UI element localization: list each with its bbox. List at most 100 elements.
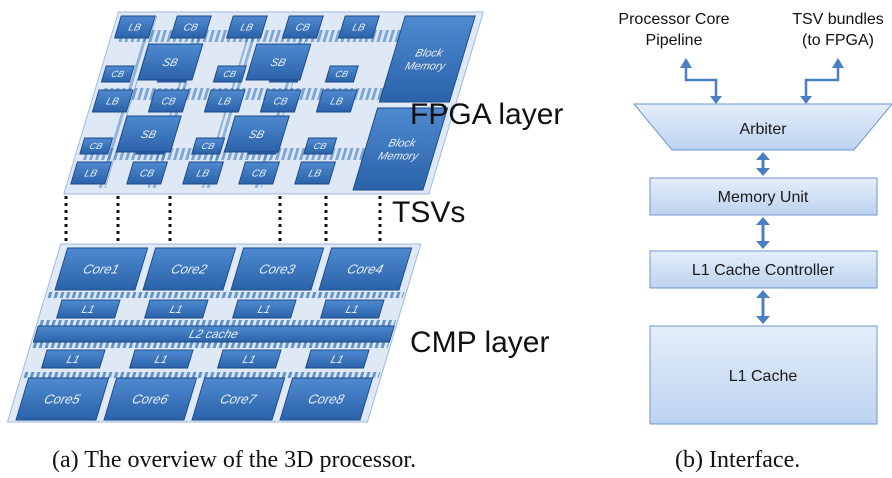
core-top-3-label: Core3 [257, 262, 297, 277]
caption-b: (b) Interface. [675, 447, 800, 473]
l1-cache-box [649, 325, 878, 425]
l1-top-2-label: L1 [256, 304, 272, 316]
fpga-cb-1-1-label: CB [160, 97, 177, 108]
arbiter-box [632, 103, 892, 151]
fpga-sb-2-label: SB [139, 129, 158, 141]
fpga-sb-0-label: SB [161, 57, 180, 69]
fpga-lb-2-0 [70, 161, 113, 185]
fpga-lb-2-2-label: LB [195, 169, 211, 180]
fpga-cb-mid-1-4 [303, 137, 338, 155]
fpga-cb-2-1 [126, 161, 169, 185]
l1-bottom-3-label: L1 [329, 354, 345, 366]
fpga-cb-mid-0-2 [212, 65, 247, 83]
fpga-cb-mid-0-2-label: CB [222, 69, 237, 79]
fpga-sb-0 [137, 43, 204, 81]
double-arrows [756, 152, 770, 324]
fpga-lb-0-4 [337, 15, 380, 39]
l1-bottom-2 [216, 349, 282, 369]
l1-bottom-1-label: L1 [153, 354, 169, 366]
fpga-cb-0-1 [169, 15, 212, 39]
arbiter-label: Arbiter [739, 121, 787, 138]
l1-bottom-3 [304, 349, 370, 369]
fpga-block-memory-bottom [352, 107, 449, 191]
core-bottom-2 [103, 377, 198, 421]
tsv-label: TSVs [392, 196, 465, 229]
l1-top-1-label: L1 [168, 304, 184, 316]
core-bottom-1-label: Core5 [42, 392, 82, 407]
core-top-1 [54, 247, 149, 291]
fpga-lb-2-4 [294, 161, 337, 185]
memory-unit-label: Memory Unit [718, 189, 809, 206]
fpga-cb-2-1-label: CB [138, 169, 155, 180]
core-bottom-4-label: Core8 [306, 392, 346, 407]
fpga-block-memory-top [378, 15, 476, 103]
fpga-block-memory-bottom-label: BlockMemory [376, 138, 424, 163]
fpga-lb-1-2 [203, 89, 246, 113]
fpga-cb-0-1-label: CB [182, 23, 199, 34]
fpga-lb-1-0-label: LB [105, 97, 121, 108]
fpga-lb-1-0 [91, 89, 134, 113]
l1-cache-controller-label: L1 Cache Controller [692, 262, 835, 279]
fpga-lb-1-2-label: LB [217, 97, 233, 108]
top-arrowheads [680, 58, 844, 104]
fpga-lb-0-0 [113, 15, 156, 39]
fpga-cb-2-3-label: CB [250, 169, 267, 180]
fpga-cb-1-3-label: CB [272, 97, 289, 108]
fpga-cb-mid-1-0 [79, 137, 114, 155]
core-bottom-3 [191, 377, 286, 421]
l1-top-3 [319, 299, 385, 319]
l1-cache-controller-box [649, 250, 878, 289]
fpga-lb-2-2 [182, 161, 225, 185]
fpga-lb-2-0-label: LB [83, 169, 99, 180]
fpga-cb-1-1 [147, 89, 190, 113]
l2-cache-label: L2 cache [187, 327, 240, 341]
core-bottom-4 [279, 377, 374, 421]
fpga-cb-mid-1-2-label: CB [200, 141, 215, 151]
fpga-lb-0-0-label: LB [127, 23, 143, 34]
core-top-2-label: Core2 [169, 262, 209, 277]
fpga-lb-0-2-label: LB [239, 23, 255, 34]
fpga-cb-mid-0-0-label: CB [110, 69, 125, 79]
l2-cache [32, 325, 395, 343]
fpga-lb-0-4-label: LB [351, 23, 367, 34]
l1-cache-label: L1 Cache [729, 368, 798, 385]
core-top-4 [318, 247, 413, 291]
fpga-lb-0-2 [225, 15, 268, 39]
core-bottom-1 [15, 377, 110, 421]
fpga-sb-3-label: SB [247, 129, 266, 141]
fpga-cb-1-3 [259, 89, 302, 113]
l1-bottom-0 [40, 349, 106, 369]
core-top-3 [230, 247, 325, 291]
memory-unit-box [649, 177, 878, 216]
fpga-sb-1-label: SB [269, 57, 288, 69]
fpga-lb-2-4-label: LB [307, 169, 323, 180]
fpga-sb-2 [115, 115, 182, 153]
fpga-lb-1-4-label: LB [329, 97, 345, 108]
fpga-cb-mid-0-0 [100, 65, 135, 83]
fpga-sb-3 [223, 115, 290, 153]
fpga-lb-1-4 [315, 89, 358, 113]
l1-top-2 [231, 299, 297, 319]
l1-top-0-label: L1 [80, 304, 96, 316]
fpga-cb-mid-0-4 [324, 65, 359, 83]
l1-bottom-2-label: L1 [241, 354, 257, 366]
fpga-cb-mid-1-2 [191, 137, 226, 155]
cmp-layer-label: CMP layer [410, 326, 549, 359]
l1-bottom-1 [128, 349, 194, 369]
l1-top-3-label: L1 [344, 304, 360, 316]
l1-bottom-0-label: L1 [65, 354, 81, 366]
top-arrows [684, 66, 840, 98]
l1-top-1 [143, 299, 209, 319]
core-top-4-label: Core4 [345, 262, 385, 277]
core-top-2 [142, 247, 237, 291]
caption-a: (a) The overview of the 3D processor. [52, 447, 416, 473]
fpga-cb-mid-1-0-label: CB [88, 141, 103, 151]
fpga-block-memory-top-label: BlockMemory [403, 48, 451, 73]
fpga-cb-mid-1-4-label: CB [312, 141, 327, 151]
